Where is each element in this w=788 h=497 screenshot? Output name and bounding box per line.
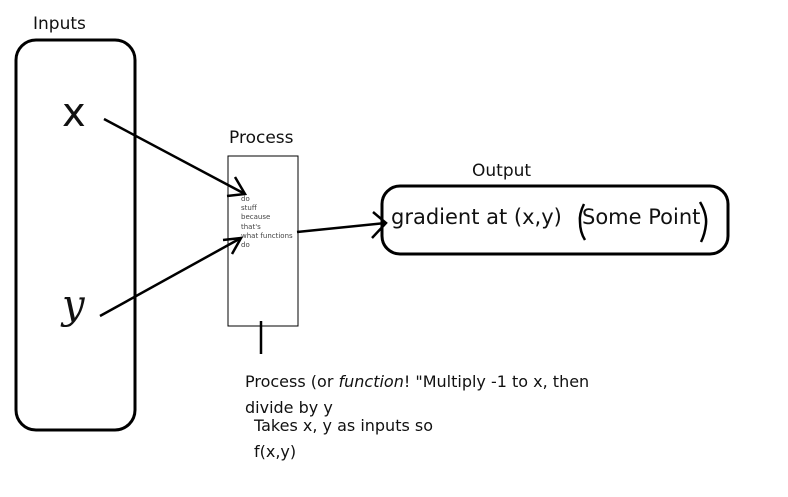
process-text: do stuff because that's what functions d…: [241, 195, 301, 250]
process-line: that's: [241, 222, 261, 231]
note-line-1: Process (or function! "Multiply -1 to x,…: [245, 372, 590, 391]
output-title: Output: [472, 161, 532, 181]
process-line: stuff: [241, 204, 257, 213]
inputs-box: [14, 38, 137, 432]
arrow-process-to-output: [296, 211, 388, 239]
output-gradient-label: gradient at (x,y): [391, 205, 562, 229]
process-box: [227, 155, 299, 327]
inputs-title: Inputs: [33, 14, 86, 34]
input-x-label: x: [62, 90, 86, 136]
note-line-3: Takes x, y as inputs so: [254, 416, 434, 435]
process-line: because: [241, 213, 271, 222]
process-line: what functions: [241, 231, 293, 240]
input-y-label: y: [62, 282, 85, 328]
note-line-1-function: function: [338, 372, 404, 391]
note-line-4: f(x,y): [254, 442, 297, 461]
left-bracket-mark: [578, 203, 587, 241]
process-line: do: [241, 241, 250, 250]
process-line: do: [241, 195, 250, 203]
arrow-x-to-process: [103, 117, 248, 198]
note-line-1-a: Process (or: [245, 372, 339, 391]
note-line-2: divide by y: [245, 398, 333, 417]
output-some-point-label: Some Point: [582, 205, 701, 229]
note-line-1-b: ! "Multiply -1 to x, then: [403, 372, 590, 391]
arrow-y-to-process: [99, 236, 244, 318]
right-bracket-mark: [698, 201, 708, 243]
process-title: Process: [229, 128, 294, 148]
